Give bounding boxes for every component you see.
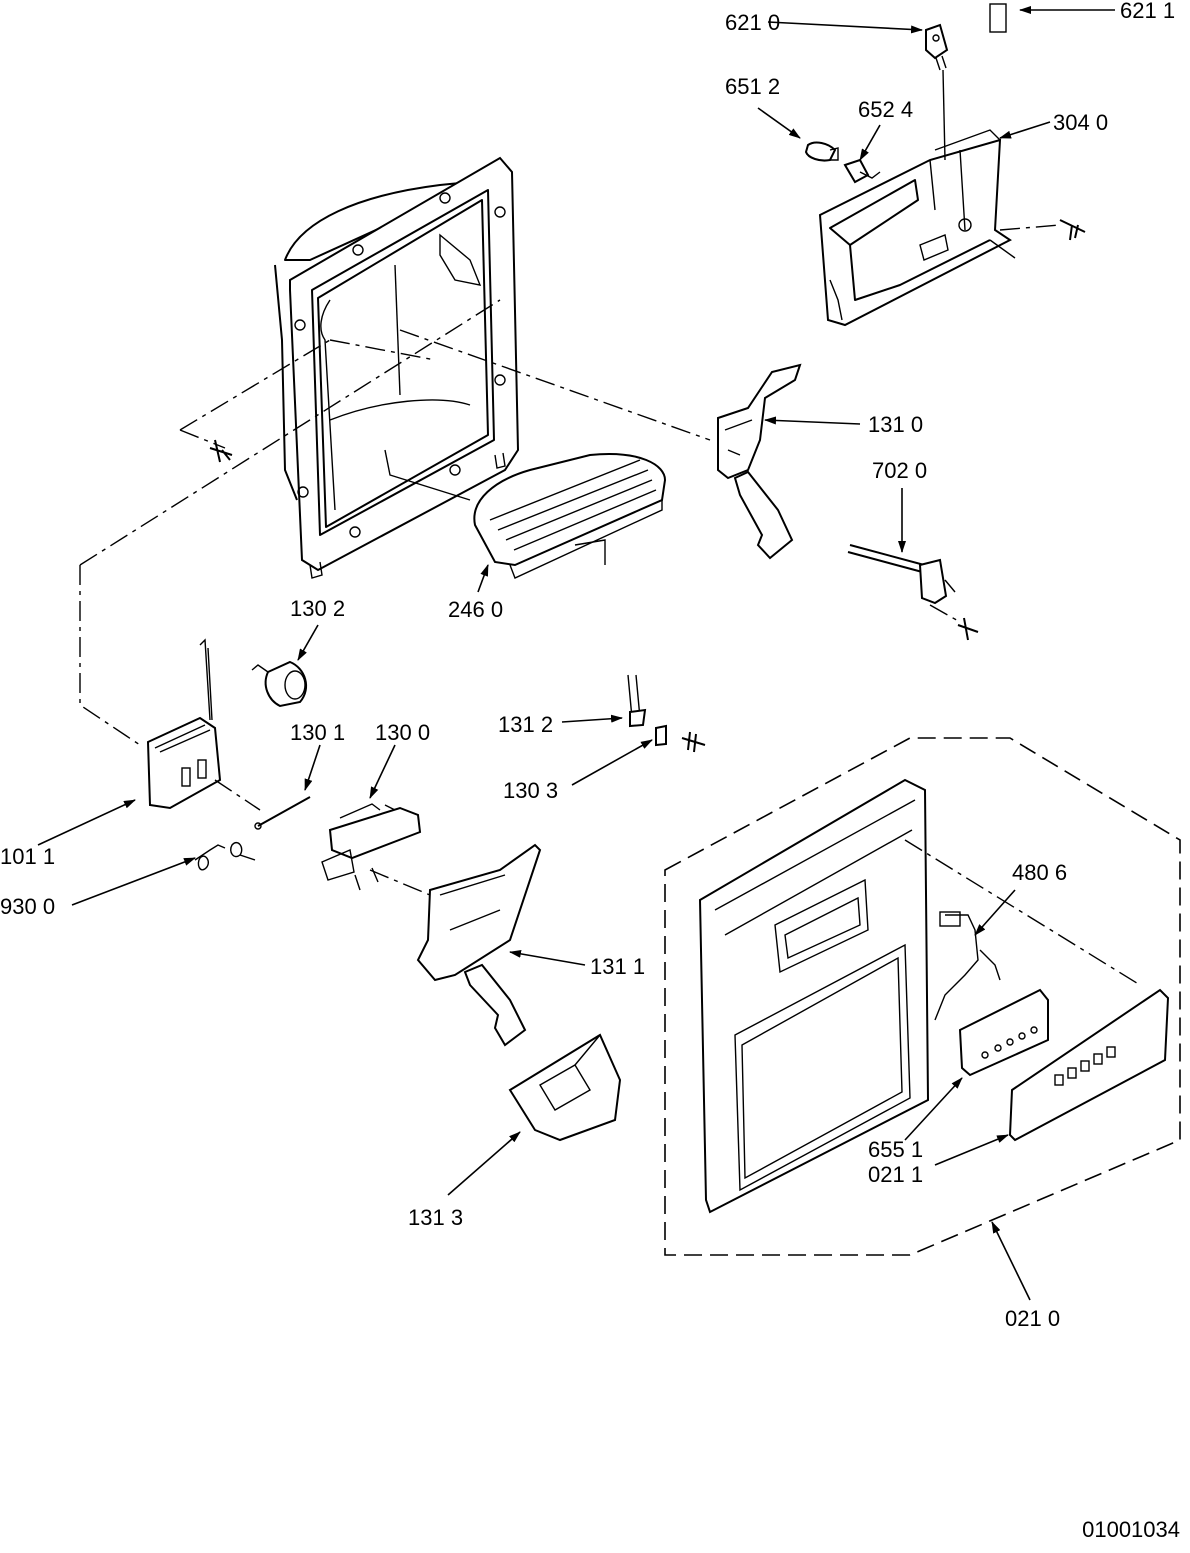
label-651-2: 651 2: [725, 74, 780, 99]
label-130-0: 130 0: [375, 720, 430, 745]
label-131-0: 131 0: [868, 412, 923, 437]
label-130-1: 130 1: [290, 720, 345, 745]
module-101-1: [146, 638, 261, 811]
front-panel-assembly: [664, 737, 1181, 1256]
label-652-4: 652 4: [858, 97, 913, 122]
grille-246-0: [473, 453, 667, 579]
label-304-0: 304 0: [1053, 110, 1108, 135]
label-130-2: 130 2: [290, 596, 345, 621]
label-131-3: 131 3: [408, 1205, 463, 1230]
document-id: 01001034: [1082, 1517, 1180, 1542]
label-131-1: 131 1: [590, 954, 645, 979]
label-930-0: 930 0: [0, 894, 55, 919]
label-021-1: 021 1: [868, 1162, 923, 1187]
insulator-130-3: [655, 724, 667, 747]
screw-130-3: [681, 731, 706, 753]
part-labels: 621 0 621 1 651 2 652 4 304 0 131 0 702 …: [0, 0, 1175, 1331]
pin-130-1: [254, 796, 311, 830]
label-702-0: 702 0: [872, 458, 927, 483]
chute-131-3: [508, 1033, 622, 1142]
arm-131-1: [416, 843, 542, 1047]
socket-652-4: [843, 158, 881, 184]
module-304-0: [818, 129, 1086, 327]
label-621-0: 621 0: [725, 10, 780, 35]
label-130-3: 130 3: [503, 778, 558, 803]
label-621-1: 621 1: [1120, 0, 1175, 23]
label-246-0: 246 0: [448, 597, 503, 622]
dispenser-housing: [209, 156, 520, 579]
label-480-6: 480 6: [1012, 860, 1067, 885]
rod-702-0: [847, 544, 979, 641]
motor-130-2: [251, 660, 308, 708]
spring-930-0: [194, 841, 256, 871]
bulb-651-2: [804, 141, 839, 162]
cover-621-1: [989, 3, 1007, 33]
switch-131-2: [627, 674, 647, 728]
switch-621-0: [925, 23, 949, 161]
label-021-0: 021 0: [1005, 1306, 1060, 1331]
bracket-130-0: [321, 803, 431, 896]
label-101-1: 101 1: [0, 844, 55, 869]
lever-131-0: [717, 363, 802, 560]
label-131-2: 131 2: [498, 712, 553, 737]
leader-lines: [37, 5, 1115, 1301]
label-655-1: 655 1: [868, 1137, 923, 1162]
